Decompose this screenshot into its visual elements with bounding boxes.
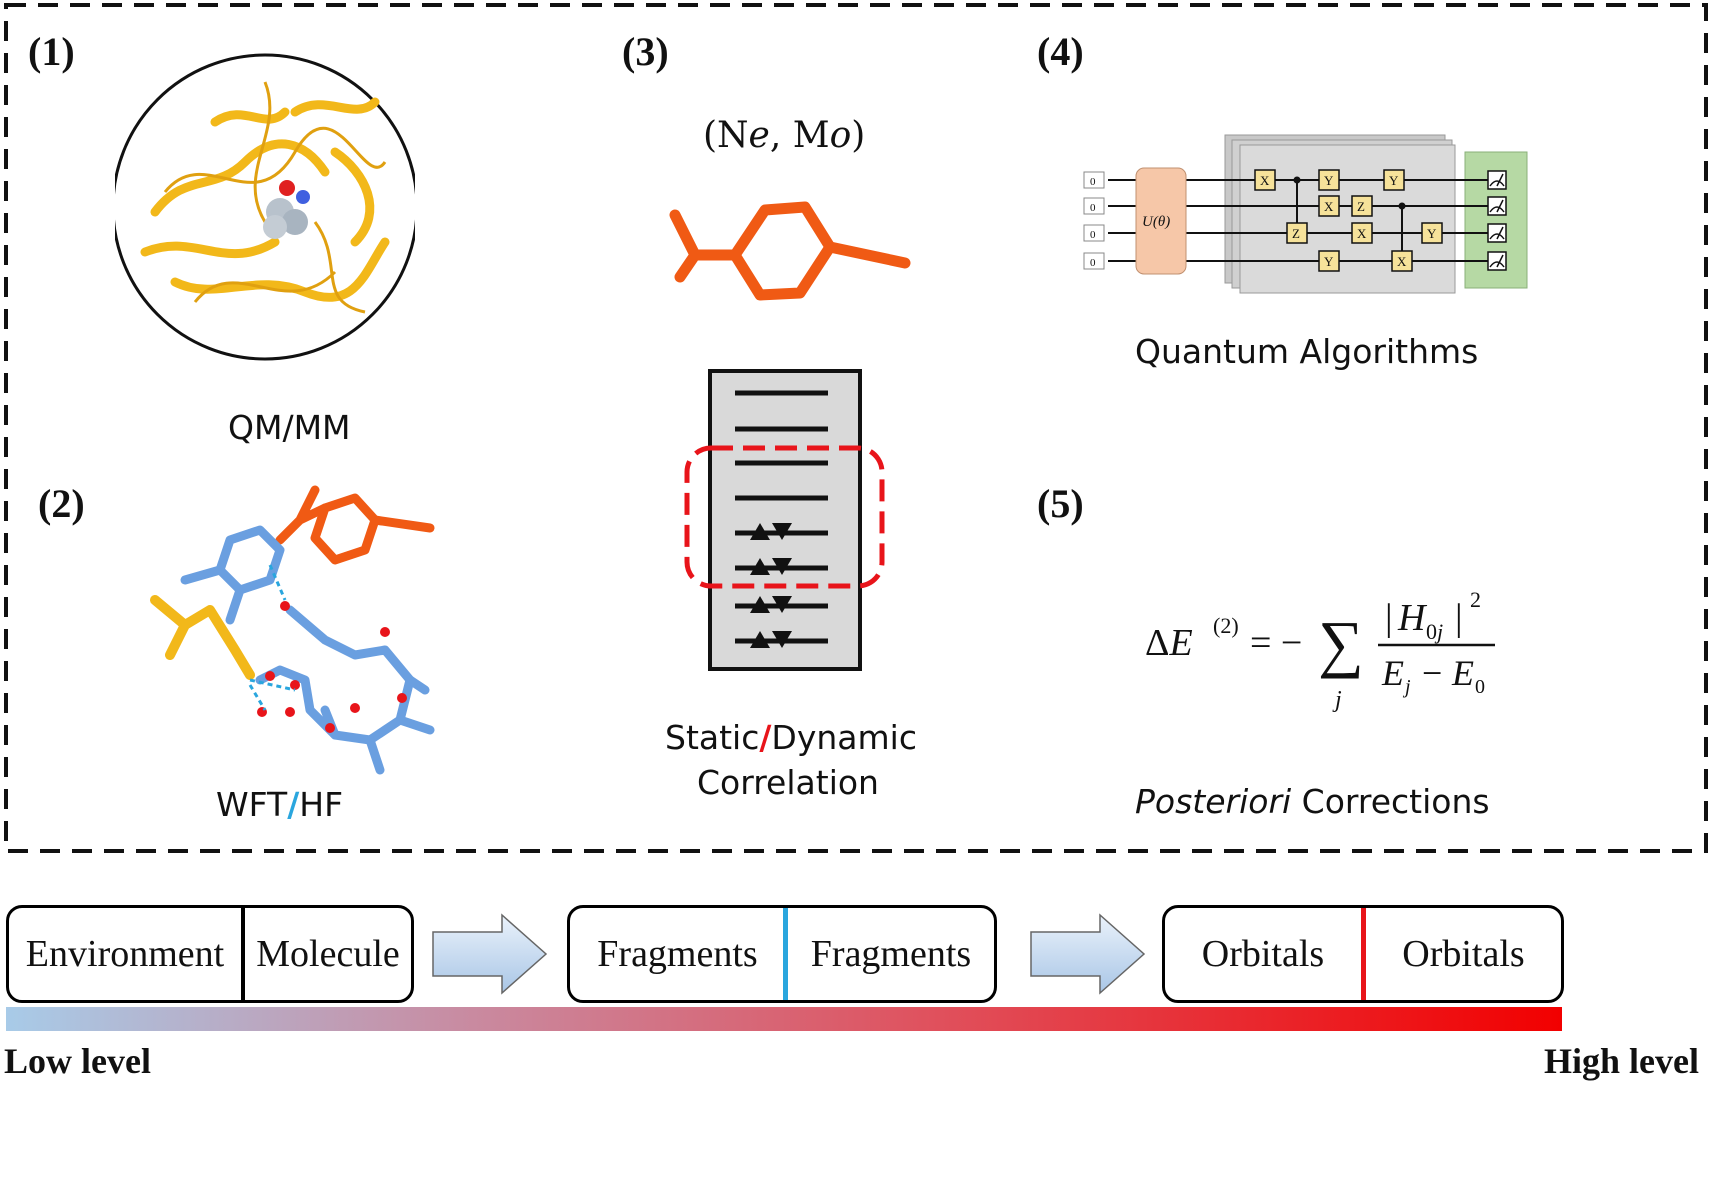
qubit-label-1: 0 [1090, 176, 1096, 188]
panel-3-caption-line2: Correlation [697, 763, 879, 802]
ligand-molecule-image [669, 201, 911, 301]
pipeline-box-3-right: Orbitals [1402, 933, 1525, 975]
quantum-circuit-image: 0 0 0 0 U(θ) X Y Y X Z Z X Y Y X [1083, 134, 1528, 294]
svg-text:E: E [1451, 653, 1474, 693]
panel-1-number: (1) [28, 29, 75, 74]
panel-5-number: (5) [1037, 481, 1084, 526]
gate-label: X [1357, 226, 1367, 241]
svg-text:|: | [1455, 597, 1463, 639]
low-level-label: Low level [4, 1041, 151, 1081]
perturbation-formula: ΔE (2) = − ∑ j | H 0j | 2 E j − E 0 [1145, 587, 1495, 713]
caption-corrections: Corrections [1291, 782, 1490, 821]
panel-1-caption: QM/MM [228, 408, 351, 447]
gate-label: Y [1324, 173, 1334, 188]
high-level-label: High level [1544, 1041, 1699, 1081]
gate-label: Z [1357, 199, 1365, 214]
panel-3-number: (3) [622, 29, 669, 74]
gate-label: Y [1427, 226, 1437, 241]
caption-separator-red: / [759, 718, 772, 757]
pipeline-box-1-divider [241, 908, 245, 1000]
level-gradient-bar [6, 1007, 1562, 1031]
gate-label: X [1260, 173, 1270, 188]
pipeline-box-3: Orbitals Orbitals [1162, 905, 1564, 1003]
panel-2-number: (2) [38, 481, 85, 526]
svg-text:j: j [1402, 676, 1411, 698]
pipeline-box-1-right: Molecule [256, 933, 400, 975]
pipeline-box-1: Environment Molecule [6, 905, 414, 1003]
svg-text:(2): (2) [1213, 613, 1239, 638]
gate-label: Y [1389, 173, 1399, 188]
molecular-complex-image [150, 485, 435, 775]
svg-text:j: j [1332, 687, 1342, 713]
pipeline-box-3-left: Orbitals [1201, 933, 1325, 975]
caption-separator-blue: / [287, 785, 300, 824]
svg-text:2: 2 [1470, 587, 1481, 612]
qubit-label-2: 0 [1090, 202, 1096, 214]
caption-static: Static [665, 718, 760, 757]
caption-hf: HF [299, 785, 344, 824]
panel-3-caption-line1: Static/Dynamic [665, 718, 917, 757]
svg-text:E: E [1381, 653, 1404, 693]
qubit-label-3: 0 [1090, 229, 1096, 241]
svg-text:∑: ∑ [1318, 608, 1364, 679]
gate-label: X [1397, 254, 1407, 269]
svg-text:−: − [1422, 653, 1442, 693]
panel-5-caption: Posteriori Corrections [1135, 782, 1490, 821]
pipeline-box-2-left: Fragments [597, 933, 758, 975]
pipeline-box-2-right: Fragments [810, 933, 972, 975]
active-space-formula: (Ne, Mo) [703, 115, 866, 156]
gate-label: X [1324, 199, 1334, 214]
svg-text:= −: = − [1250, 622, 1302, 664]
svg-text:|: | [1385, 597, 1393, 639]
caption-dynamic: Dynamic [771, 718, 917, 757]
panel-4-number: (4) [1037, 29, 1084, 74]
panel-2-caption: WFT/HF [216, 785, 343, 824]
arrow-right-icon [432, 913, 548, 995]
pipeline-box-1-left: Environment [25, 933, 225, 975]
panel-4-caption: Quantum Algorithms [1135, 332, 1479, 371]
protein-structure-image [115, 53, 415, 361]
caption-wft: WFT [216, 785, 288, 824]
arrow-right-icon [1030, 913, 1146, 995]
pipeline-box-2: Fragments Fragments [567, 905, 997, 1003]
svg-text:0j: 0j [1426, 619, 1443, 644]
gate-label: Z [1292, 226, 1300, 241]
qubit-label-4: 0 [1090, 257, 1096, 269]
svg-text:ΔE: ΔE [1145, 622, 1193, 664]
svg-text:H: H [1397, 597, 1428, 639]
unitary-label: U(θ) [1142, 214, 1170, 230]
caption-posteriori: Posteriori [1135, 782, 1292, 821]
pipeline-box-3-divider [1361, 908, 1366, 1000]
pipeline-box-2-divider [783, 908, 788, 1000]
orbital-energy-diagram [684, 369, 885, 671]
svg-text:0: 0 [1475, 676, 1485, 698]
gate-label: Y [1324, 254, 1334, 269]
